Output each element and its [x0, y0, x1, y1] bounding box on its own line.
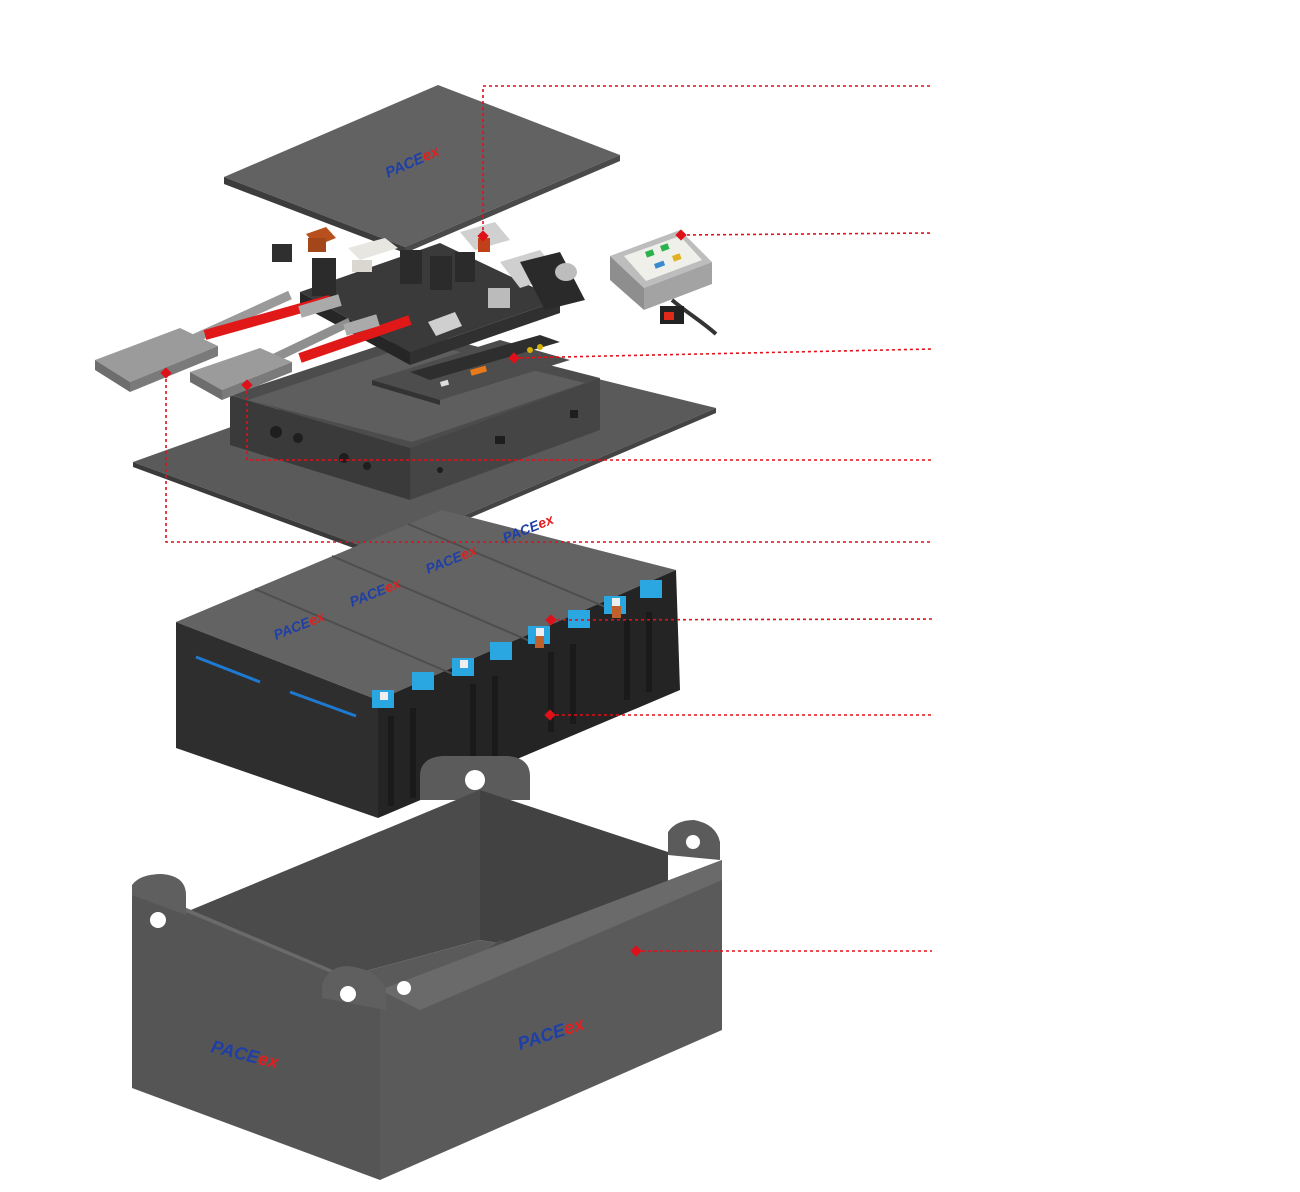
brand-logo-ex: ex — [306, 607, 328, 628]
bms-control-unit — [372, 335, 570, 405]
leader-electronics-frame — [241, 379, 932, 461]
brand-logo-ex: ex — [420, 143, 443, 166]
brand-logo-ex: ex — [535, 510, 557, 531]
leader-module-terminal — [545, 614, 933, 626]
connector-housing-left — [95, 328, 218, 392]
display-panel — [610, 230, 718, 336]
brand-logo-ex: ex — [458, 541, 480, 562]
leader-connector-housing — [160, 367, 932, 543]
leader-display-panel — [675, 229, 933, 241]
leader-bms-unit — [508, 348, 933, 364]
leader-top-cover — [477, 85, 932, 242]
leader-battery-module — [544, 709, 932, 721]
connector-housing-right — [190, 348, 292, 400]
brand-logo-ex: ex — [382, 574, 404, 595]
leader-lines — [160, 85, 933, 957]
enclosure-box: PACEex PACEex — [132, 756, 722, 1180]
top-cover-plate: PACEex — [224, 85, 620, 253]
leader-enclosure — [630, 945, 932, 957]
